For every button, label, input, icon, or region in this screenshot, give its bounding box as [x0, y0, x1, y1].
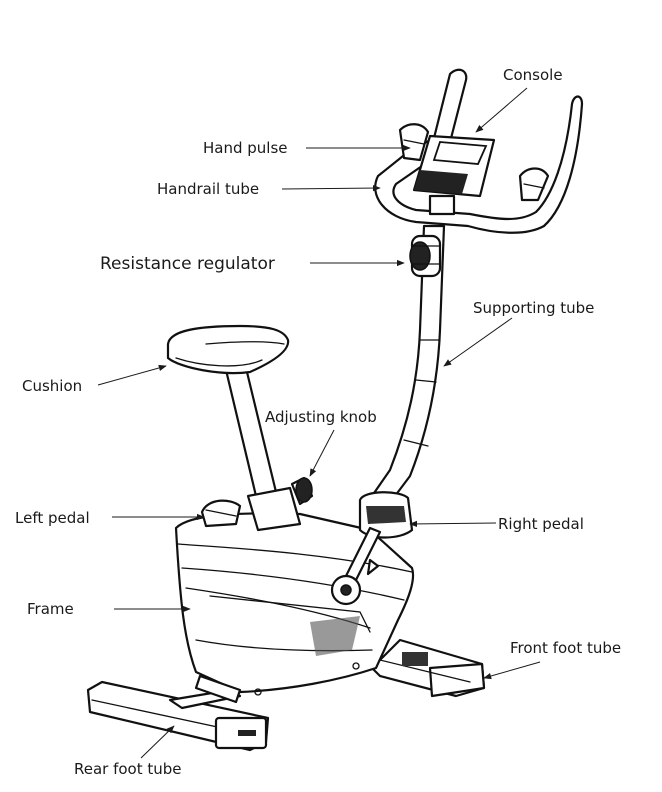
label-resistance-regulator: Resistance regulator — [100, 254, 275, 274]
label-rear-foot-tube: Rear foot tube — [74, 760, 182, 778]
label-adjusting-knob: Adjusting knob — [265, 408, 377, 426]
exercise-bike-illustration — [86, 68, 584, 752]
adjusting-knob-leader — [309, 429, 335, 477]
handrail-tube-leader — [281, 184, 381, 192]
label-front-foot-tube: Front foot tube — [510, 639, 621, 657]
label-right-pedal: Right pedal — [498, 515, 584, 533]
right-pedal — [330, 491, 414, 606]
label-frame: Frame — [27, 600, 74, 618]
leader-lines — [97, 87, 541, 759]
label-cushion: Cushion — [22, 377, 82, 395]
seat-assembly — [166, 324, 314, 532]
frame-shroud — [174, 512, 415, 704]
right-pedal-leader — [409, 520, 497, 528]
label-handrail-tube: Handrail tube — [157, 180, 259, 198]
console-leader — [475, 87, 528, 133]
label-console: Console — [503, 66, 563, 84]
supporting-tube-leader — [443, 317, 513, 367]
resistance-regulator-knob — [409, 234, 442, 278]
label-left-pedal: Left pedal — [15, 509, 90, 527]
console-unit — [412, 134, 496, 216]
label-hand-pulse: Hand pulse — [203, 139, 288, 157]
rear-foot-tube-leader — [140, 725, 175, 759]
front-foot-tube-leader — [483, 661, 541, 680]
cushion-leader — [97, 364, 167, 386]
label-supporting-tube: Supporting tube — [473, 299, 594, 317]
rear-foot-tube — [86, 680, 270, 752]
left-pedal — [200, 499, 242, 528]
front-foot-tube — [370, 638, 486, 698]
labels: Console Hand pulse Handrail tube Resista… — [15, 66, 621, 778]
